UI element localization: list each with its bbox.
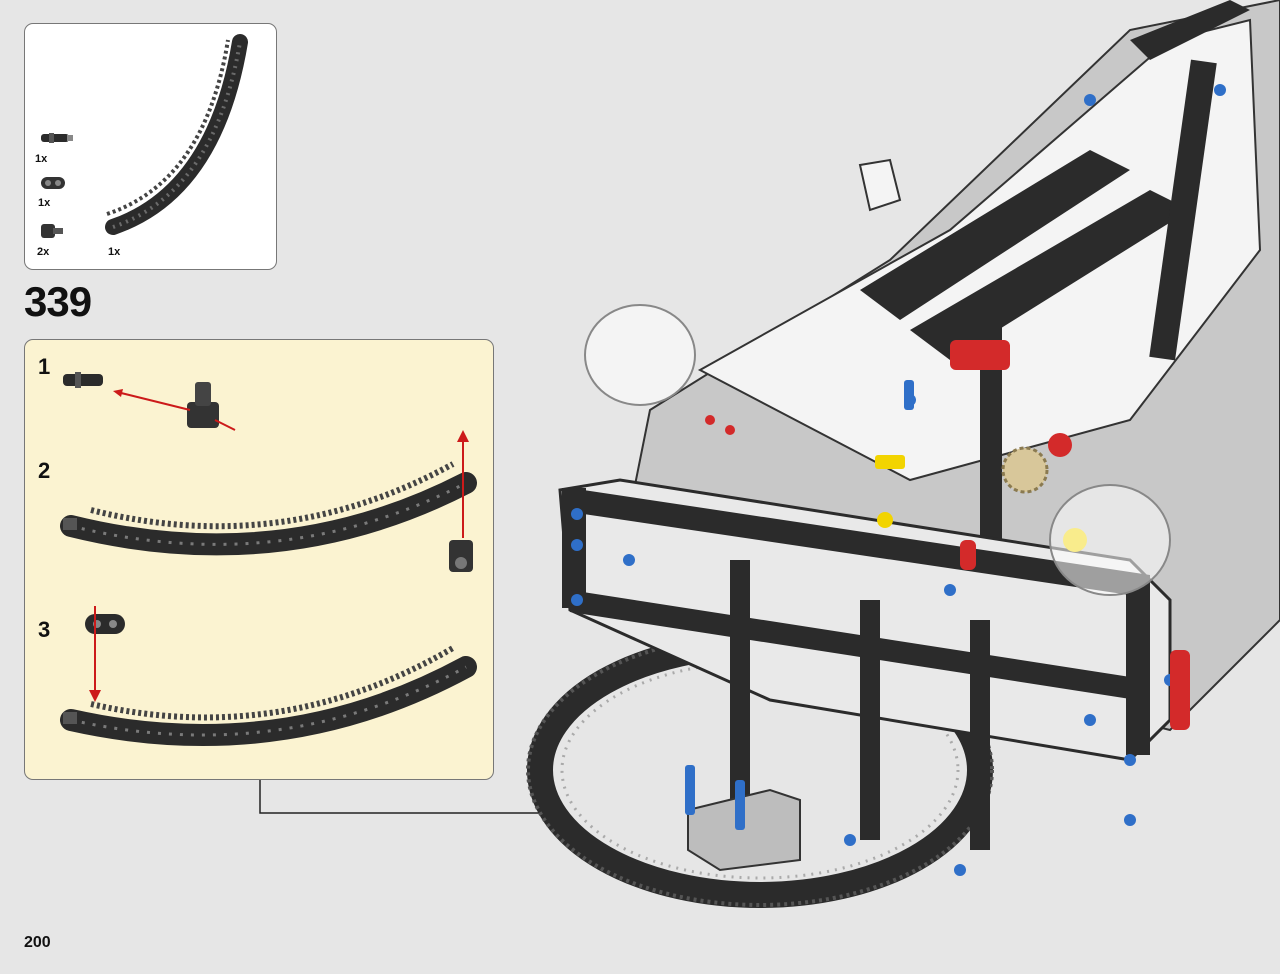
- blue-pins: [571, 84, 1226, 876]
- curved-gear-rack-part-icon: [105, 34, 248, 235]
- beam-part-icon: [41, 177, 65, 189]
- substep-2-number: 2: [38, 458, 51, 483]
- step-number: 339: [24, 278, 92, 325]
- substep-1-illustration: [63, 372, 236, 431]
- callout-arrow: [259, 780, 560, 819]
- axle-pin-part-icon: [41, 133, 73, 143]
- main-model-illustration: [526, 0, 1280, 908]
- subassembly-box: 1 2 3: [24, 339, 494, 780]
- part-qty-3: 2x: [37, 246, 50, 258]
- substep-3-number: 3: [38, 617, 51, 642]
- part-qty-4: 1x: [108, 246, 121, 258]
- right-headlight-dome: [1049, 484, 1171, 596]
- red-assembly-arrow: [116, 391, 191, 411]
- parts-list-box: 1x 1x 2x 1x: [24, 23, 277, 270]
- red-accents: [705, 340, 1190, 730]
- substep-3-illustration: [60, 606, 477, 746]
- left-headlight-dome: [584, 304, 696, 406]
- substep-1-number: 1: [38, 354, 51, 379]
- substep-2-illustration: [60, 430, 477, 572]
- part-qty-2: 1x: [38, 197, 51, 209]
- page-number: 200: [24, 934, 51, 951]
- part-qty-1: 1x: [35, 153, 48, 165]
- tan-gear: [1001, 446, 1049, 494]
- pin-connector-part-icon: [41, 224, 63, 238]
